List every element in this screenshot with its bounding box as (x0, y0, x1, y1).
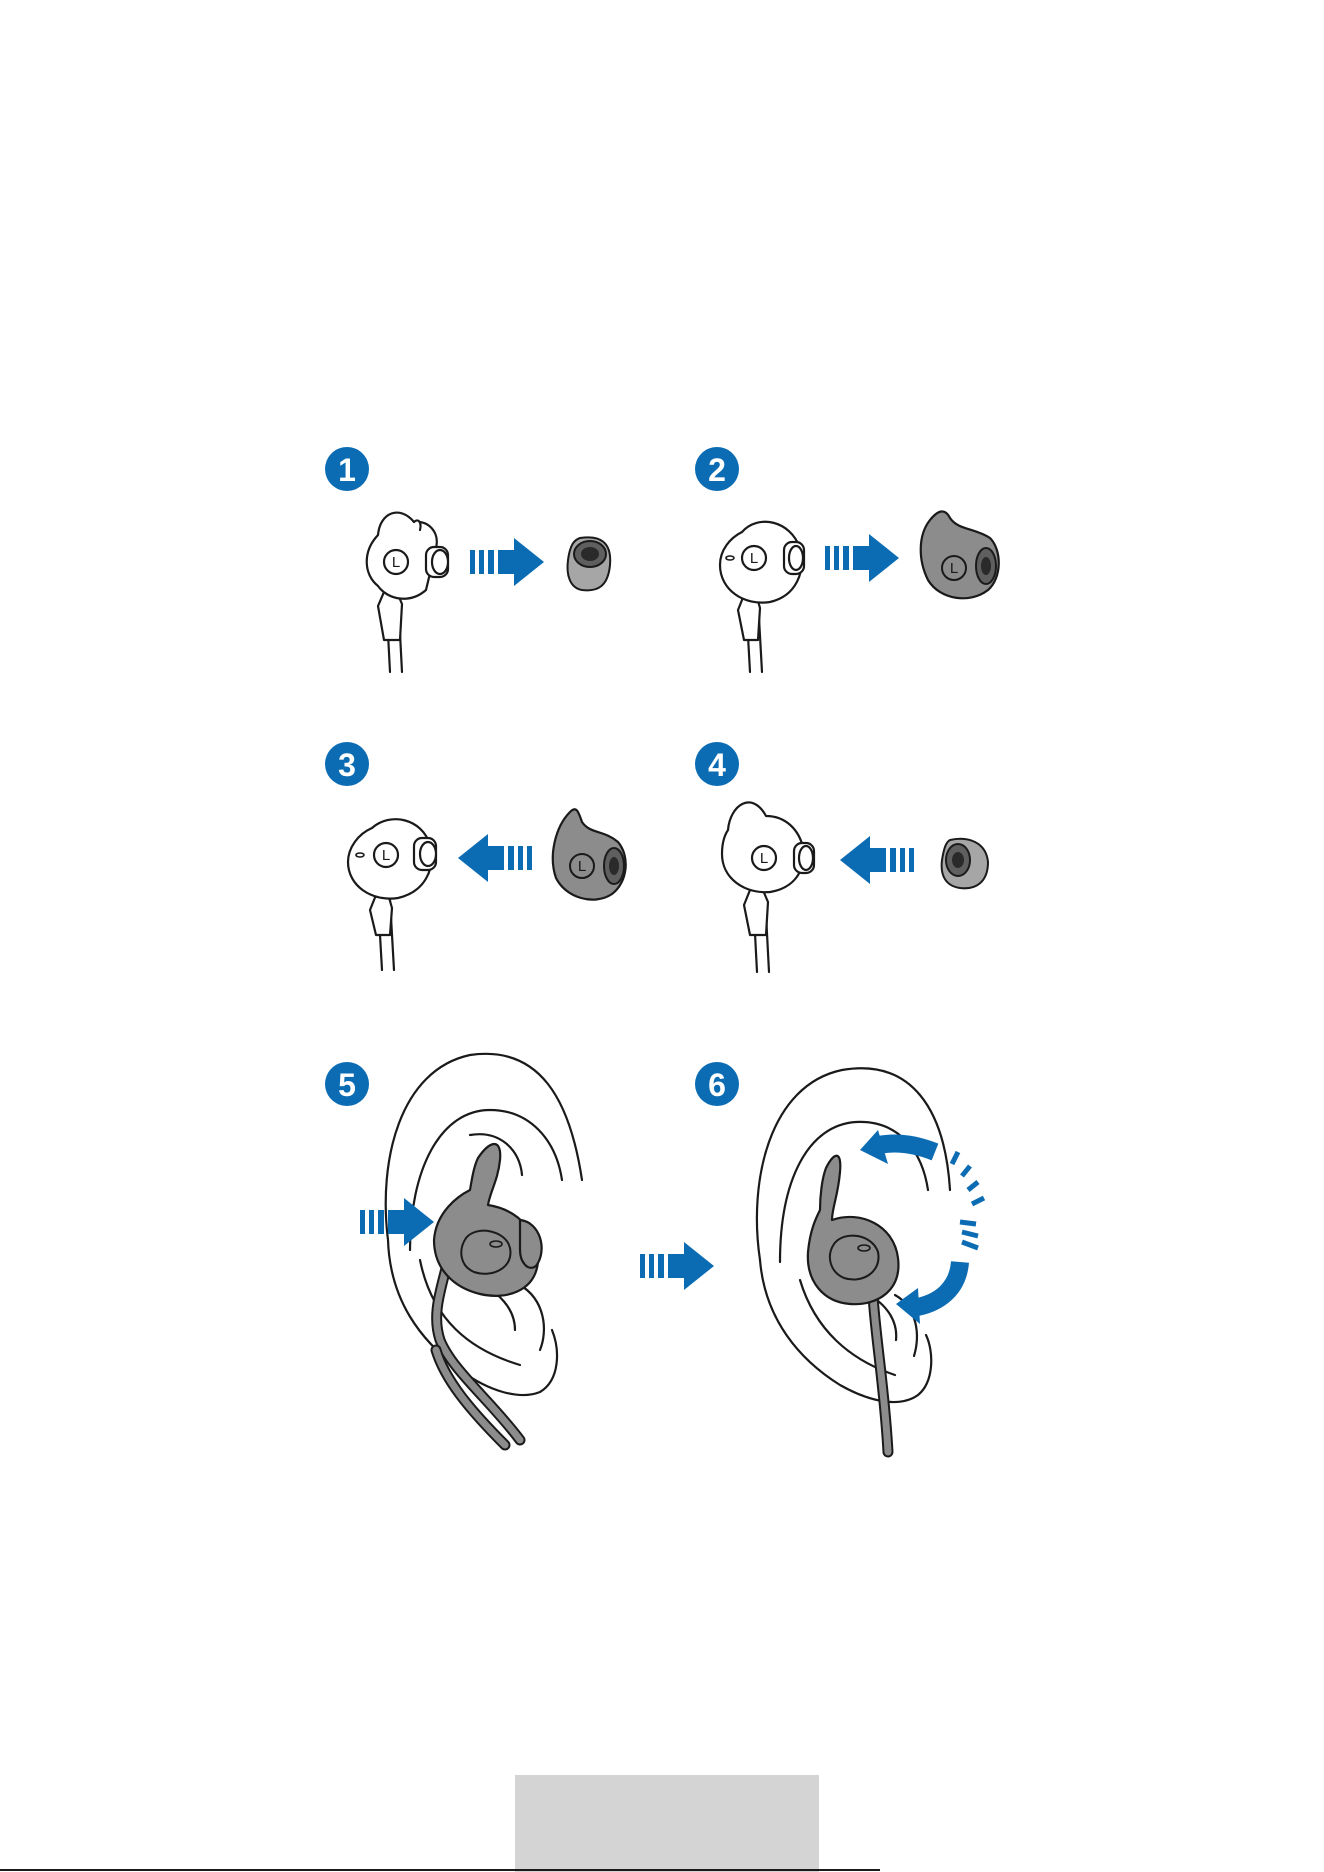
earbud-side-mark: L (750, 550, 758, 567)
earbud-icon: L (720, 522, 804, 672)
earbud-icon: L (367, 513, 448, 672)
earbud-side-mark: L (382, 847, 390, 864)
step-number: 2 (708, 452, 726, 488)
earbud-icon: L (722, 802, 814, 972)
footer-rule (0, 1869, 880, 1871)
wing-tip-side-mark: L (950, 560, 958, 577)
step-number: 5 (338, 1067, 356, 1103)
arrow-right-icon (470, 538, 544, 586)
step-badge-icon: 1 (325, 447, 369, 491)
step-5: 5 (325, 1054, 582, 1445)
step-4: 4 L (695, 742, 988, 972)
step-badge-icon: 4 (695, 742, 739, 786)
earbud-side-mark: L (392, 554, 400, 571)
earbud-icon: L (348, 819, 436, 970)
arrow-right-icon (640, 1242, 714, 1290)
step-number: 1 (338, 452, 356, 488)
ear-tip-icon (942, 839, 988, 888)
arrow-right-icon (825, 534, 899, 582)
wing-tip-icon: L (921, 511, 999, 598)
ear-tip-icon (568, 537, 611, 590)
earbud-icon (434, 1144, 542, 1445)
step-number: 3 (338, 747, 356, 783)
earbud-icon (808, 1156, 899, 1452)
wing-tip-icon: L (553, 809, 626, 899)
step-number: 6 (708, 1067, 726, 1103)
step-badge-icon: 2 (695, 447, 739, 491)
earbud-side-mark: L (760, 850, 768, 867)
step-badge-icon: 5 (325, 1062, 369, 1106)
step-1: 1 L (325, 447, 610, 672)
step-2: 2 L L (695, 447, 999, 672)
arrow-left-icon (458, 834, 532, 882)
wing-tip-side-mark: L (578, 858, 586, 875)
step-badge-icon: 6 (695, 1062, 739, 1106)
step-6: 6 (695, 1062, 984, 1452)
step-badge-icon: 3 (325, 742, 369, 786)
page-number-tab (515, 1775, 819, 1872)
arrow-left-icon (840, 836, 914, 884)
step-3: 3 L L (325, 742, 626, 970)
arrow-right-icon (360, 1198, 434, 1246)
step-number: 4 (708, 747, 726, 783)
